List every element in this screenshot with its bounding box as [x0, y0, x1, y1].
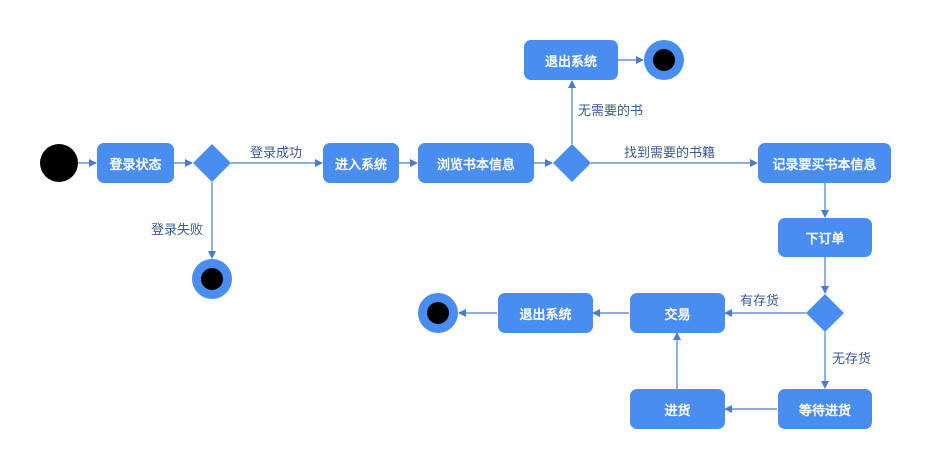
node-exit-system-top: 退出系统: [524, 40, 618, 80]
label-no-book: 无需要的书: [578, 104, 644, 119]
label-login-fail: 登录失败: [151, 223, 204, 238]
decision-stock: [806, 294, 844, 332]
final-node-login-fail: [192, 259, 232, 299]
node-browse-books: 浏览书本信息: [418, 143, 534, 183]
decision-login: [193, 144, 231, 182]
label-in-stock: 有存货: [740, 294, 780, 309]
node-restock: 进货: [630, 389, 725, 429]
decision-browse: [553, 144, 591, 182]
node-record-books: 记录要买书本信息: [758, 143, 891, 183]
final-node-bottom: [418, 293, 458, 333]
node-enter-system: 进入系统: [323, 143, 399, 183]
initial-node: [40, 144, 78, 182]
final-node-top: [644, 40, 684, 80]
node-login-status: 登录状态: [97, 143, 174, 183]
label-login-success: 登录成功: [250, 146, 303, 161]
node-exit-system-bottom: 退出系统: [498, 293, 593, 333]
node-wait-restock: 等待进货: [778, 389, 872, 429]
node-transaction: 交易: [630, 293, 725, 333]
label-found-book: 找到需要的书籍: [624, 146, 716, 161]
node-place-order: 下订单: [778, 218, 872, 257]
label-out-of-stock: 无存货: [832, 352, 872, 367]
